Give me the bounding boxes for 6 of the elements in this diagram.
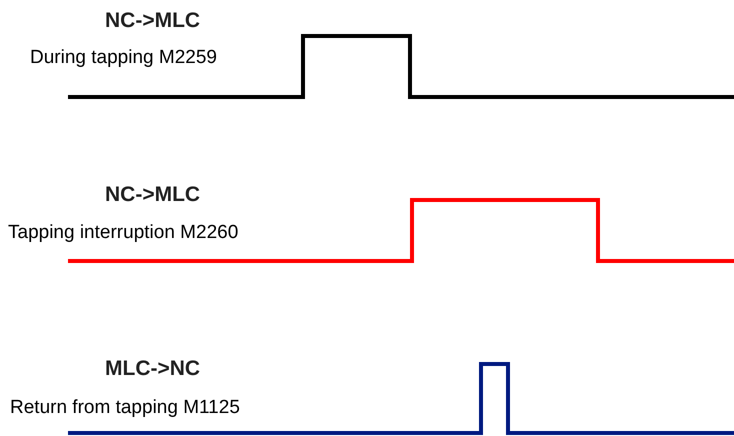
signal-name-label: Return from tapping M1125: [10, 398, 240, 417]
signal-direction-label: NC->MLC: [105, 10, 200, 31]
signal-name-label: Tapping interruption M2260: [8, 223, 238, 242]
signal-direction-label: NC->MLC: [105, 184, 200, 205]
signal-name-label: During tapping M2259: [30, 48, 217, 67]
signal-direction-label: MLC->NC: [105, 358, 200, 379]
